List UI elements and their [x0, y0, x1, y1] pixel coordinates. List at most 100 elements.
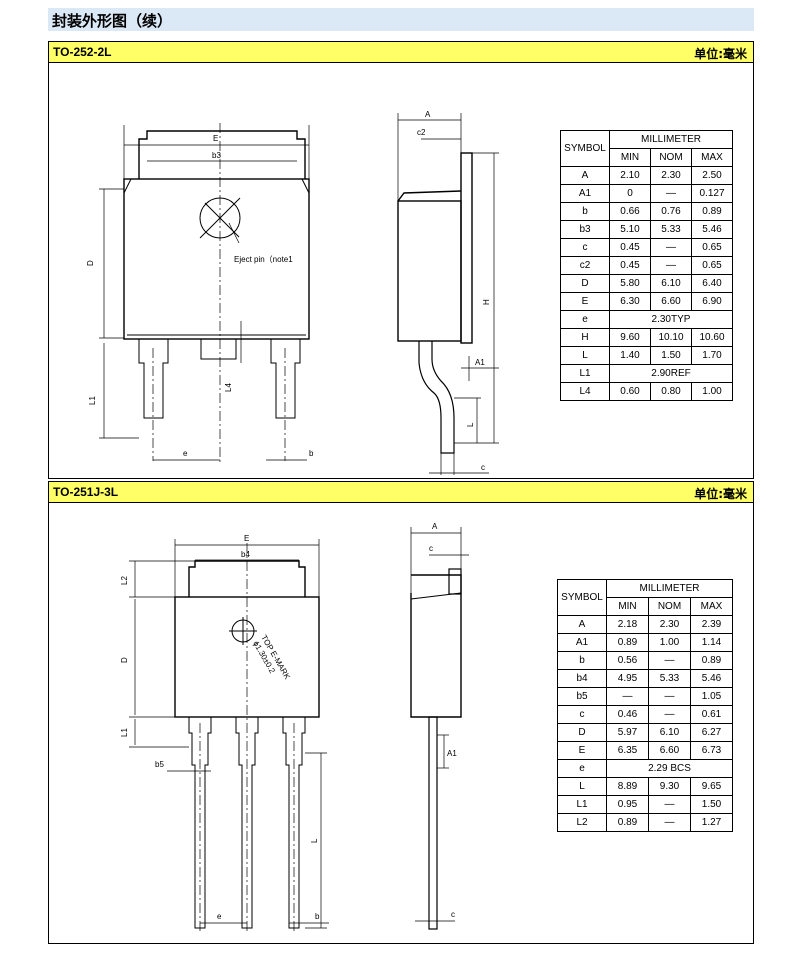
cell: 2.30 [648, 615, 691, 634]
cell: 2.29 BCS [606, 759, 733, 778]
cell: — [648, 651, 691, 670]
symbol-header: SYMBOL [557, 579, 607, 616]
cell: 1.00 [691, 382, 733, 401]
cell: 0.46 [606, 705, 649, 724]
cell: 6.40 [691, 274, 733, 293]
dim-label-D: D [86, 260, 95, 266]
cell: 1.40 [609, 346, 651, 365]
cell: 9.60 [609, 328, 651, 347]
cell: 1.14 [690, 633, 733, 652]
page-header: 封装外形图（续） [48, 8, 754, 31]
cell: — [650, 256, 692, 275]
cell: 2.30 [650, 166, 692, 185]
cell: L [557, 777, 607, 796]
cell: — [606, 687, 649, 706]
cell: 0.60 [609, 382, 651, 401]
cell: 2.10 [609, 166, 651, 185]
cell: 2.30TYP [609, 310, 733, 329]
cell: 0.56 [606, 651, 649, 670]
cell: L [560, 346, 610, 365]
page-title: 封装外形图（续） [52, 12, 173, 30]
eject-pin-label: Eject pin（note1 [234, 255, 293, 264]
cell: 5.46 [690, 669, 733, 688]
cell: A [557, 615, 607, 634]
dim-label-L: L [466, 422, 475, 427]
cell: 2.18 [606, 615, 649, 634]
cell: 0.89 [606, 813, 649, 832]
cell: 10.60 [691, 328, 733, 347]
cell: L2 [557, 813, 607, 832]
package-drawing-to252: E b3 D L1 L4 e b Eject pin（note1 A c2 H … [86, 110, 499, 475]
cell: 0.45 [609, 238, 651, 257]
cell: 0.61 [690, 705, 733, 724]
cell: 5.97 [606, 723, 649, 742]
cell: 6.27 [690, 723, 733, 742]
package-drawing-to251: E b4 L2 D L1 b5 L e b TOP E-MARK ϕ1.30±0… [120, 522, 469, 933]
dim-label-c: c [429, 544, 433, 553]
cell: 6.35 [606, 741, 649, 760]
cell: A [560, 166, 610, 185]
symbol-header: SYMBOL [560, 130, 610, 167]
cell: 0.89 [690, 651, 733, 670]
cell: E [560, 292, 610, 311]
cell: L1 [557, 795, 607, 814]
col-header-min: MIN [606, 597, 649, 616]
cell: 6.30 [609, 292, 651, 311]
cell: 1.70 [691, 346, 733, 365]
cell: b4 [557, 669, 607, 688]
section-to252: TO-252-2L 单位:毫米 [48, 41, 754, 479]
cell: b [560, 202, 610, 221]
cell: 0.65 [691, 256, 733, 275]
cell: 8.89 [606, 777, 649, 796]
cell: 6.10 [648, 723, 691, 742]
dim-label-L2: L2 [120, 576, 129, 585]
cell: 6.90 [691, 292, 733, 311]
cell: 0.89 [691, 202, 733, 221]
dim-label-H: H [482, 299, 491, 305]
cell: 1.00 [648, 633, 691, 652]
cell: 9.65 [690, 777, 733, 796]
millimeter-header: MILLIMETER [606, 579, 733, 598]
cell: 9.30 [648, 777, 691, 796]
cell: b5 [557, 687, 607, 706]
unit-label: 单位:毫米 [694, 47, 747, 61]
section-to251: TO-251J-3L 单位:毫米 [48, 481, 754, 944]
cell: D [560, 274, 610, 293]
cell: 4.95 [606, 669, 649, 688]
cell: — [648, 705, 691, 724]
dim-label-L: L [310, 838, 319, 843]
cell: L4 [560, 382, 610, 401]
dim-label-e: e [217, 912, 222, 921]
dim-label-e: e [183, 449, 188, 458]
cell: b3 [560, 220, 610, 239]
dim-label-D: D [120, 657, 129, 663]
cell: 1.27 [690, 813, 733, 832]
cell: D [557, 723, 607, 742]
col-header-max: MAX [690, 597, 733, 616]
cell: 2.50 [691, 166, 733, 185]
cell: 0.45 [609, 256, 651, 275]
cell: 1.50 [650, 346, 692, 365]
dim-label-E: E [244, 534, 249, 543]
cell: 1.05 [690, 687, 733, 706]
section-title: TO-252-2L [53, 45, 112, 59]
cell: H [560, 328, 610, 347]
cell: 5.33 [648, 669, 691, 688]
cell: E [557, 741, 607, 760]
